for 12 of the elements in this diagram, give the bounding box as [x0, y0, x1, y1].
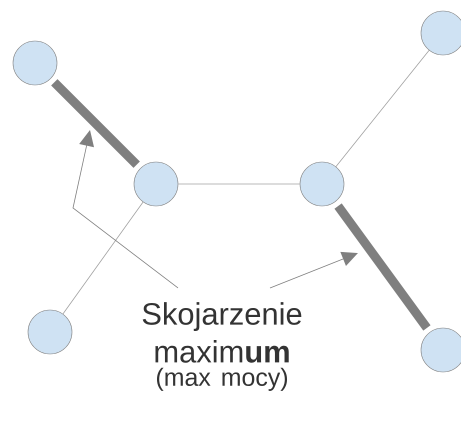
- vertex-circle: [420, 10, 461, 56]
- matching-edge: [334, 203, 431, 331]
- matching-edge: [51, 79, 140, 168]
- vertex-circle: [300, 162, 344, 206]
- vertex-circle: [12, 40, 58, 86]
- vertex-circle: [134, 162, 178, 206]
- edge-line: [62, 202, 144, 314]
- vertex-circle: [420, 328, 461, 372]
- pointer-arrow: [270, 252, 358, 288]
- vertex-circle: [28, 310, 72, 354]
- edge-line: [336, 50, 430, 167]
- caption-text: Skojarzenie maximum (max mocy): [142, 302, 302, 391]
